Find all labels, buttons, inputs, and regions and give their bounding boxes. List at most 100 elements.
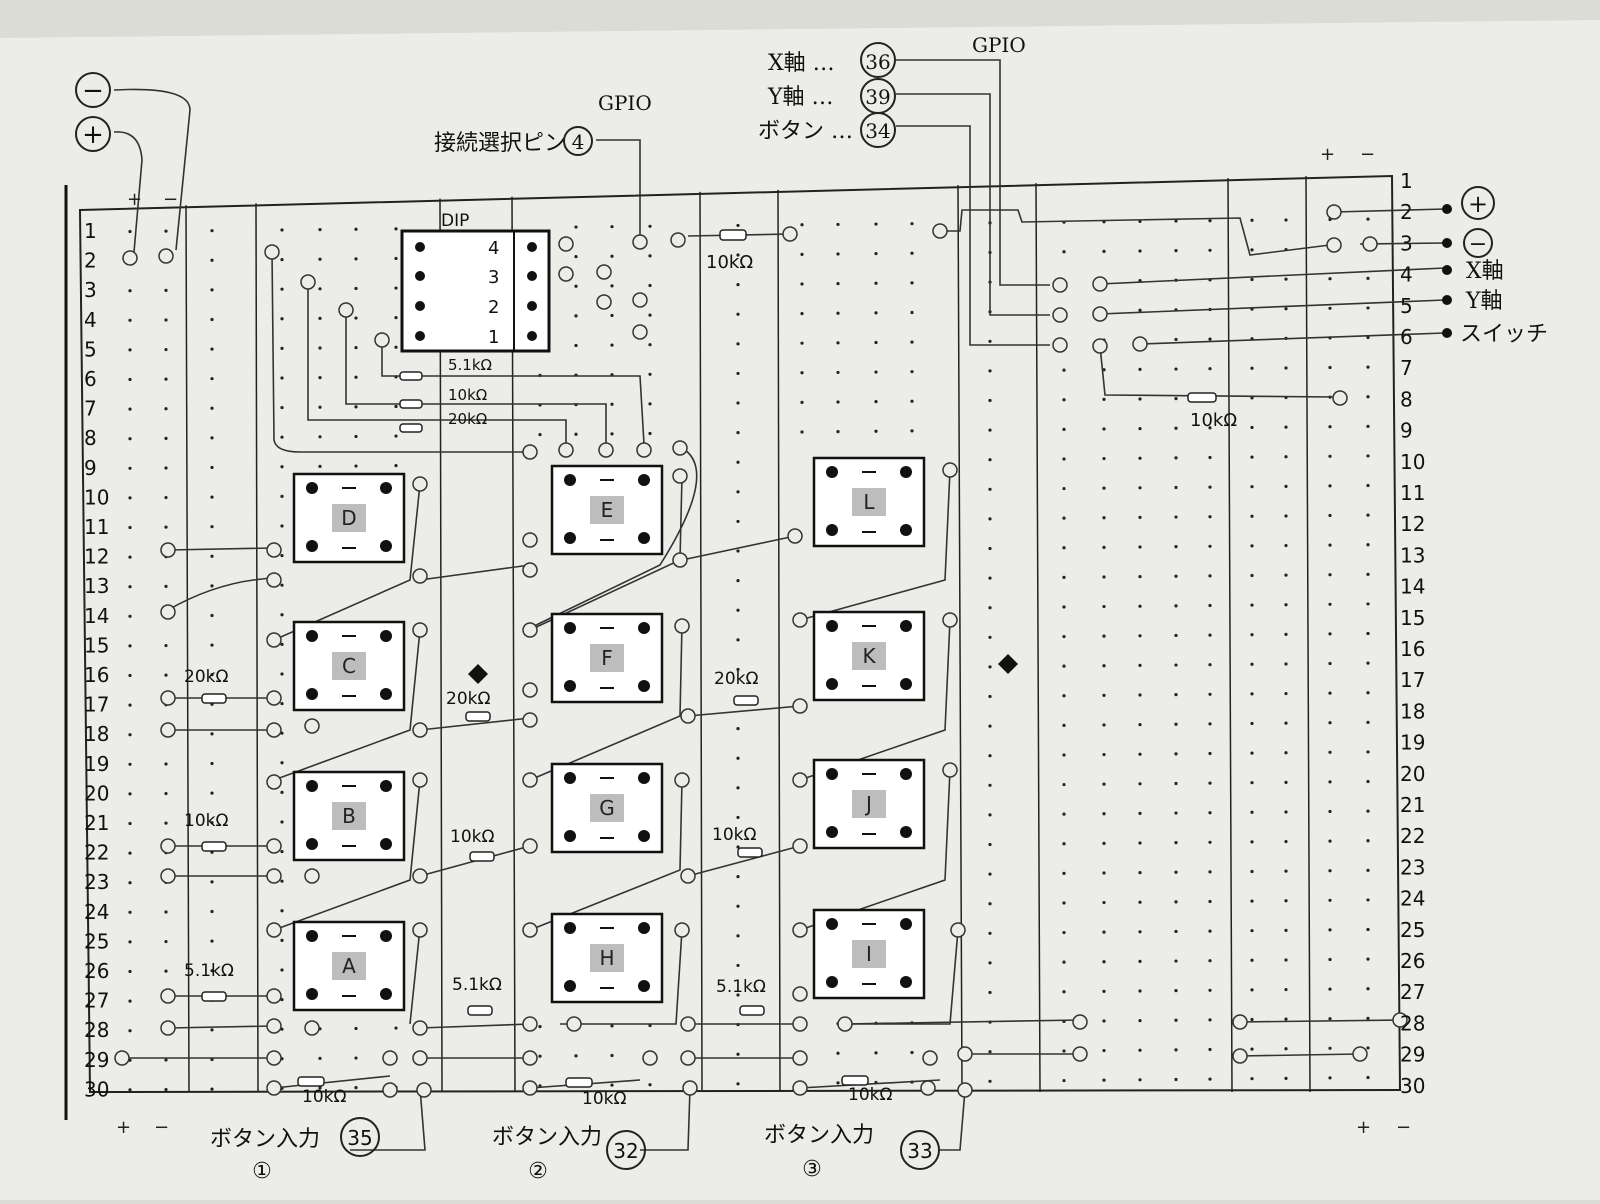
left-row-number: 22 [84,841,109,865]
label-top-r: 10kΩ [706,252,753,273]
output-switch-dot [1442,328,1452,338]
button-input-1-pin: 35 [347,1126,372,1150]
left-row-number: 20 [84,781,109,805]
button-label: G [599,796,615,820]
button-input-2-pin: 32 [613,1139,638,1163]
label-dip-r1: 5.1kΩ [448,356,492,374]
right-row-number: 27 [1400,980,1425,1004]
left-row-number: 16 [84,663,109,687]
right-row-number: 9 [1400,419,1413,443]
right-row-number: 15 [1400,606,1425,630]
button-k[interactable]: K [812,610,926,702]
dip-pin-4: 4 [488,238,499,259]
left-row-number: 29 [84,1048,109,1072]
label-col3-bottom: 10kΩ [848,1085,892,1105]
left-row-number: 5 [84,337,97,361]
button-label: A [342,954,356,978]
label-right-r: 10kΩ [1190,410,1237,431]
button-i[interactable]: I [812,908,926,1000]
rail-plus-top-left: + [127,189,142,210]
left-row-number: 24 [84,900,109,924]
x-axis-pin-circle [860,42,896,78]
button-j[interactable]: J [812,758,926,850]
button-label: B [342,804,356,828]
left-row-number: 2 [84,249,97,273]
left-row-number: 11 [84,515,109,539]
left-row-number: 18 [84,722,109,746]
output-y-axis-label: Y軸 [1465,289,1503,314]
gpio-label-dip: GPIO [598,91,652,115]
left-row-number: 1 [84,219,97,243]
button-label: F [601,646,613,670]
right-row-number: 19 [1400,731,1425,755]
button-d[interactable]: D [292,472,406,564]
right-row-number: 16 [1400,637,1425,661]
button-input-3-pin-circle [900,1130,940,1170]
dip-pin-3: 3 [488,267,499,288]
button-input-2-number: ② [528,1159,548,1184]
dip-pin-2: 2 [488,297,499,318]
button-f[interactable]: F [550,612,664,704]
button-l[interactable]: L [812,456,926,548]
output-plus-label: + [1468,190,1488,218]
dip-switch[interactable] [400,229,551,353]
right-row-number: 18 [1400,699,1425,723]
label-col2-bottom: 10kΩ [582,1089,626,1109]
right-row-number: 2 [1400,200,1413,224]
right-row-number: 14 [1400,575,1425,599]
rail-minus-top-left: − [163,189,178,210]
tact-buttons: DC B A E F G H L K JI [292,456,926,1012]
right-row-number: 13 [1400,543,1425,567]
right-row-number: 5 [1400,294,1413,318]
button-b[interactable]: B [292,770,406,862]
right-row-number: 23 [1400,855,1425,879]
output-x-axis-label: X軸 [1466,259,1504,284]
output-switch-label: スイッチ [1460,322,1548,347]
right-row-number: 10 [1400,450,1425,474]
button-label: E [601,498,614,522]
left-row-number: 7 [84,397,97,421]
right-row-number: 28 [1400,1011,1425,1035]
right-row-number: 20 [1400,762,1425,786]
button-e[interactable]: E [550,464,664,556]
diamond-marker-right [998,654,1018,674]
button-input-3-number: ③ [802,1157,822,1182]
rail-plus-bottom-right: + [1356,1117,1371,1138]
left-row-number: 4 [84,308,97,332]
button-g[interactable]: G [550,762,664,854]
left-row-number: 19 [84,752,109,776]
button-c[interactable]: C [292,620,406,712]
left-row-number: 17 [84,693,109,717]
right-row-number: 11 [1400,481,1425,505]
left-row-number: 6 [84,367,97,391]
gpio-label-joystick: GPIO [972,33,1026,57]
rail-minus-top-right: − [1360,144,1375,165]
label-col3-10k: 10kΩ [712,825,756,845]
left-row-number: 3 [84,278,97,302]
plus-terminal [75,116,111,152]
output-minus-label: − [1469,232,1487,257]
button-label: K [862,644,876,668]
button-a[interactable]: A [292,920,406,1012]
right-row-number: 26 [1400,949,1425,973]
minus-terminal [75,72,111,108]
right-row-number: 21 [1400,793,1425,817]
button-input-2-label: ボタン入力 [492,1125,602,1150]
dip-select-pin-label: 接続選択ピン [434,131,566,156]
minus-terminal-label: − [82,76,104,106]
dip-label: DIP [441,211,469,231]
label-col2-20k: 20kΩ [446,689,490,709]
right-row-number: 1 [1400,169,1413,193]
output-minus [1442,228,1493,258]
left-row-number: 23 [84,870,109,894]
right-row-number: 25 [1400,918,1425,942]
button-input-2-pin-circle [606,1130,646,1170]
right-row-number: 17 [1400,668,1425,692]
left-row-number: 30 [84,1077,109,1101]
x-axis-pin: 36 [865,50,890,74]
button-h[interactable]: H [550,912,664,1004]
left-row-number: 10 [84,485,109,509]
button-label: ボタン … [758,119,853,144]
label-col1-10k: 10kΩ [184,811,228,831]
